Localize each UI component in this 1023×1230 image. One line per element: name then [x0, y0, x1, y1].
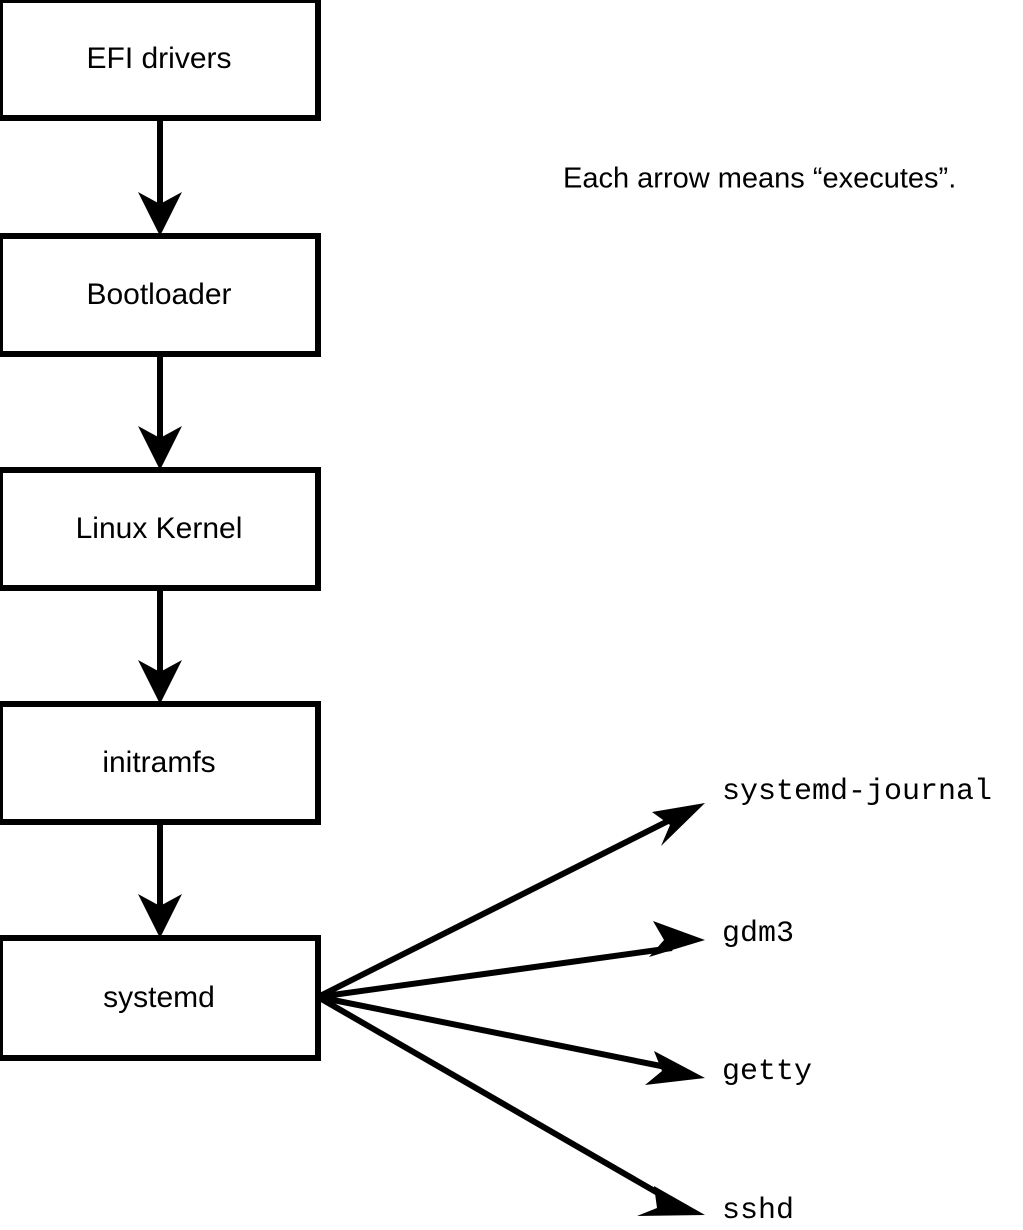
flow-arrow-kernel-to-initramfs-head [138, 660, 182, 704]
fan-arrow-sshd-line [316, 994, 672, 1203]
fan-arrow-systemd-journal-line [316, 815, 676, 1000]
fan-arrow-getty-head [645, 1051, 705, 1085]
flow-arrow-kernel-to-initramfs [138, 588, 182, 704]
flow-arrow-initramfs-to-systemd-head [138, 894, 182, 938]
service-arrows-group [316, 803, 705, 1216]
fan-arrow-systemd-journal-head [652, 803, 705, 846]
fan-arrow-getty [317, 994, 705, 1085]
service-label-sshd: sshd [722, 1194, 794, 1228]
fan-arrow-gdm3-head [649, 921, 705, 957]
service-label-getty: getty [722, 1055, 812, 1089]
stage-box-linux-kernel[interactable]: Linux Kernel [0, 467, 321, 591]
flow-arrow-bootloader-to-kernel [138, 354, 182, 470]
service-label-gdm3: gdm3 [722, 917, 794, 951]
flow-arrow-bootloader-to-kernel-head [138, 426, 182, 470]
fan-arrow-systemd-journal [316, 803, 705, 1000]
service-label-systemd-journal: systemd-journal [722, 775, 992, 809]
legend-note: Each arrow means “executes”. [563, 163, 956, 195]
boot-chain-group: EFI drivers Bootloader Linux Kernel init… [0, 0, 321, 1061]
stage-box-efi-drivers-rect [0, 0, 321, 121]
stage-box-bootloader[interactable]: Bootloader [0, 233, 321, 357]
flow-arrow-efi-to-bootloader [138, 118, 182, 236]
flow-arrow-efi-to-bootloader-head [138, 192, 182, 236]
stage-box-systemd-rect [0, 935, 321, 1061]
service-labels-group: systemd-journal gdm3 getty sshd [722, 775, 992, 1228]
stage-box-systemd-label: systemd [103, 981, 215, 1014]
chain-arrows-group [138, 118, 182, 938]
stage-box-bootloader-rect [0, 233, 321, 357]
flow-arrow-initramfs-to-systemd [138, 822, 182, 938]
stage-box-initramfs-label: initramfs [102, 746, 215, 779]
fan-arrow-getty-line [317, 994, 672, 1071]
fan-arrow-sshd [316, 994, 705, 1216]
stage-box-bootloader-label: Bootloader [86, 278, 231, 311]
fan-arrow-gdm3 [317, 921, 705, 1000]
stage-box-linux-kernel-label: Linux Kernel [76, 512, 243, 545]
stage-box-efi-drivers-label: EFI drivers [86, 42, 231, 75]
fan-arrow-sshd-head [637, 1186, 705, 1216]
stage-box-initramfs[interactable]: initramfs [0, 701, 321, 825]
stage-box-efi-drivers[interactable]: EFI drivers [0, 0, 321, 121]
fan-arrow-gdm3-line [317, 945, 673, 1000]
stage-box-systemd[interactable]: systemd [0, 935, 321, 1061]
